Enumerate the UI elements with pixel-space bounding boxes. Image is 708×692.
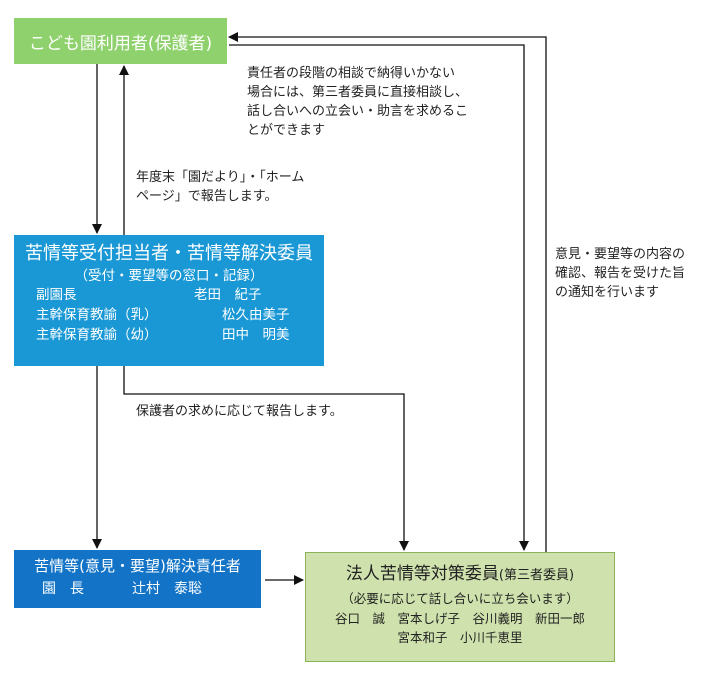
arrow-guardian-to-thirdparty — [229, 44, 529, 551]
resolver-name: 辻村 泰聡 — [132, 581, 202, 597]
report-on-request-note: 保護者の求めに応じて報告します。 — [136, 404, 343, 419]
member-name: 老田 紀子 — [194, 287, 262, 303]
complaint-committee-box: 苦情等受付担当者・苦情等解決委員 （受付・要望等の窓口・記録） 副園長 老田 紀… — [14, 235, 324, 366]
member-role: 主幹保育教諭（乳） — [36, 307, 158, 323]
note-line: 意見・要望等の内容の — [555, 247, 686, 262]
note-line: 年度末「園だより」・「ホーム — [136, 170, 305, 185]
resolver-title: 苦情等(意見・要望)解決責任者 — [34, 557, 241, 575]
guardian-box: こども園利用者(保護者) — [14, 18, 227, 64]
resolution-manager-box: 苦情等(意見・要望)解決責任者 園 長 辻村 泰聡 — [14, 550, 261, 608]
committee-member: 主幹保育教諭（幼） 田中 明美 — [24, 325, 314, 345]
arrow-committee-to-thirdparty — [123, 366, 409, 551]
note-line: 責任者の段階の相談で納得いかない — [247, 66, 456, 81]
member-role: 副園長 — [36, 287, 77, 303]
thirdparty-title: 法人苦情等対策委員(第三者委員) — [314, 561, 606, 589]
committee-title: 苦情等受付担当者・苦情等解決委員 — [25, 243, 313, 264]
committee-member: 副園長 老田 紀子 — [24, 285, 314, 305]
thirdparty-members-line-2: 宮本和子 小川千恵里 — [397, 630, 523, 645]
arrow-thirdparty-to-guardian — [228, 32, 547, 552]
thirdparty-title-main: 法人苦情等対策委員 — [345, 564, 499, 584]
note-line: の通知を行います — [555, 285, 660, 300]
thirdparty-subtitle: （必要に応じて話し合いに立ち会います） — [341, 591, 579, 606]
member-name: 田中 明美 — [222, 327, 290, 343]
committee-subtitle: （受付・要望等の窓口・記録） — [74, 268, 264, 284]
annual-report-note: 年度末「園だより」・「ホーム ページ」で報告します。 — [136, 168, 304, 206]
note-line: とができます — [247, 123, 326, 138]
confirmation-notice-note: 意見・要望等の内容の 確認、報告を受けた旨 の通知を行います — [555, 245, 685, 302]
resolver-role: 園 長 — [42, 581, 84, 597]
note-line: 確認、報告を受けた旨 — [555, 266, 686, 281]
note-line: 場合には、第三者委員に直接相談し、 — [247, 85, 469, 100]
note-line: ページ」で報告します。 — [136, 189, 278, 204]
third-party-committee-box: 法人苦情等対策委員(第三者委員) （必要に応じて話し合いに立ち会います） 谷口 … — [305, 552, 615, 662]
committee-member: 主幹保育教諭（乳） 松久由美子 — [24, 305, 314, 325]
thirdparty-title-suffix: (第三者委員) — [498, 568, 575, 583]
third-party-consult-note: 責任者の段階の相談で納得いかない 場合には、第三者委員に直接相談し、 話し合いへ… — [247, 64, 468, 140]
member-role: 主幹保育教諭（幼） — [36, 327, 158, 343]
member-name: 松久由美子 — [222, 307, 290, 323]
thirdparty-members-line-1: 谷口 誠 宮本しげ子 谷川義明 新田一郎 — [334, 611, 585, 626]
guardian-label: こども園利用者(保護者) — [28, 33, 213, 54]
resolver-person: 園 長 辻村 泰聡 — [24, 578, 251, 600]
note-line: 話し合いへの立会い・助言を求めるこ — [247, 104, 469, 119]
